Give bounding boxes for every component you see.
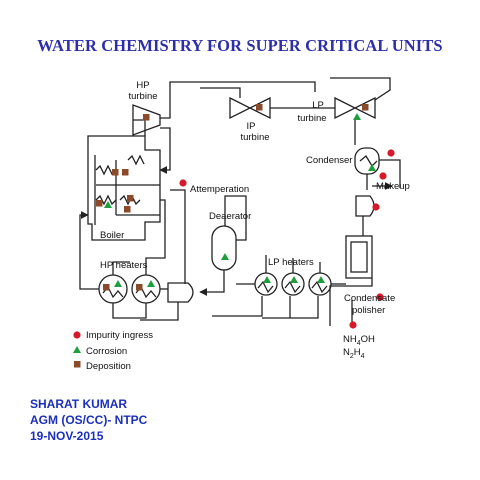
corrosion-marker-lp-heater-3 (317, 276, 325, 283)
corrosion-marker-lp-turbine (353, 113, 361, 120)
lp-turbine-label-1: LP (312, 100, 324, 111)
boiler-coil-4 (127, 154, 145, 166)
corrosion-marker-boiler (104, 201, 112, 208)
lp-turbine (334, 96, 376, 120)
corrosion-marker-hp-heater-2 (147, 280, 155, 287)
n2h4-label: N2H4 (343, 347, 365, 360)
slide-title: WATER CHEMISTRY FOR SUPER CRITICAL UNITS (37, 36, 443, 55)
attemperation-label: Attemperation (190, 184, 249, 195)
condensate-polisher (345, 235, 373, 279)
author-name: SHARAT KUMAR (30, 397, 128, 411)
hp-heaters-label: HP heaters (100, 260, 148, 271)
corrosion-marker-deaerator (221, 253, 229, 260)
nh4oh-label: NH4OH (343, 334, 375, 347)
deposition-marker-hp-turbine (143, 114, 150, 121)
deposition-marker-boiler-1 (112, 169, 119, 176)
deposition-marker-hp-heater-1 (103, 284, 110, 291)
boiler-outline (87, 135, 161, 241)
deposition-marker-boiler-4 (124, 206, 131, 213)
lp-heater-1 (254, 272, 278, 296)
impurity-marker-dosing (349, 321, 357, 329)
deposition-marker-hp-heater-2 (136, 284, 143, 291)
impurity-marker-condenser (387, 149, 395, 157)
ip-turbine-label-1: IP (247, 121, 256, 132)
impurity-marker-attemperation (179, 179, 187, 187)
impurity-marker-polisher (376, 293, 384, 301)
deposition-marker-boiler-5 (127, 195, 134, 202)
lp-heaters-label: LP heaters (268, 257, 314, 268)
hp-turbine (132, 104, 161, 136)
corrosion-marker-hp-heater-1 (114, 280, 122, 287)
corrosion-marker-lp-heater-2 (290, 276, 298, 283)
legend-corrosion-label: Corrosion (86, 346, 127, 357)
boiler-label: Boiler (100, 230, 124, 241)
deposition-marker-ip-turbine (256, 104, 263, 111)
makeup-label: Makeup (376, 181, 410, 192)
author-designation: AGM (OS/CC)- NTPC (30, 413, 148, 427)
corrosion-marker-lp-heater-1 (263, 276, 271, 283)
impurity-marker-pump (372, 203, 380, 211)
lp-heater-2 (281, 272, 305, 296)
lp-heater-3 (308, 272, 332, 296)
deaerator (211, 225, 237, 271)
corrosion-marker-condenser (368, 164, 376, 171)
boiler-coil-2 (95, 194, 117, 206)
deposition-marker-lp-turbine (362, 104, 369, 111)
deposition-marker-boiler-2 (122, 169, 129, 176)
condensate-polisher-label-2: polisher (352, 305, 385, 316)
boiler-feed-pump (167, 282, 194, 303)
condensate-pump (355, 195, 375, 217)
legend-corrosion-marker (73, 346, 81, 353)
hp-turbine-label-1: HP (136, 80, 149, 91)
legend-deposition-marker (74, 361, 81, 368)
legend-deposition-label: Deposition (86, 361, 131, 372)
lp-turbine-label-2: turbine (297, 113, 326, 124)
deaerator-label: Deaerator (209, 211, 251, 222)
legend-impurity-label: Impurity ingress (86, 330, 153, 341)
ip-turbine-label-2: turbine (240, 132, 269, 143)
ip-turbine (229, 96, 271, 120)
deposition-marker-boiler-3 (96, 200, 103, 207)
impurity-marker-makeup (379, 172, 387, 180)
author-block: SHARAT KUMAR AGM (OS/CC)- NTPC 19-NOV-20… (30, 396, 147, 444)
condenser-label: Condenser (306, 155, 352, 166)
legend-impurity-marker (73, 331, 81, 339)
author-date: 19-NOV-2015 (30, 429, 104, 443)
condensate-polisher-label-1: Condensate (344, 293, 395, 304)
hp-turbine-label-2: turbine (128, 91, 157, 102)
